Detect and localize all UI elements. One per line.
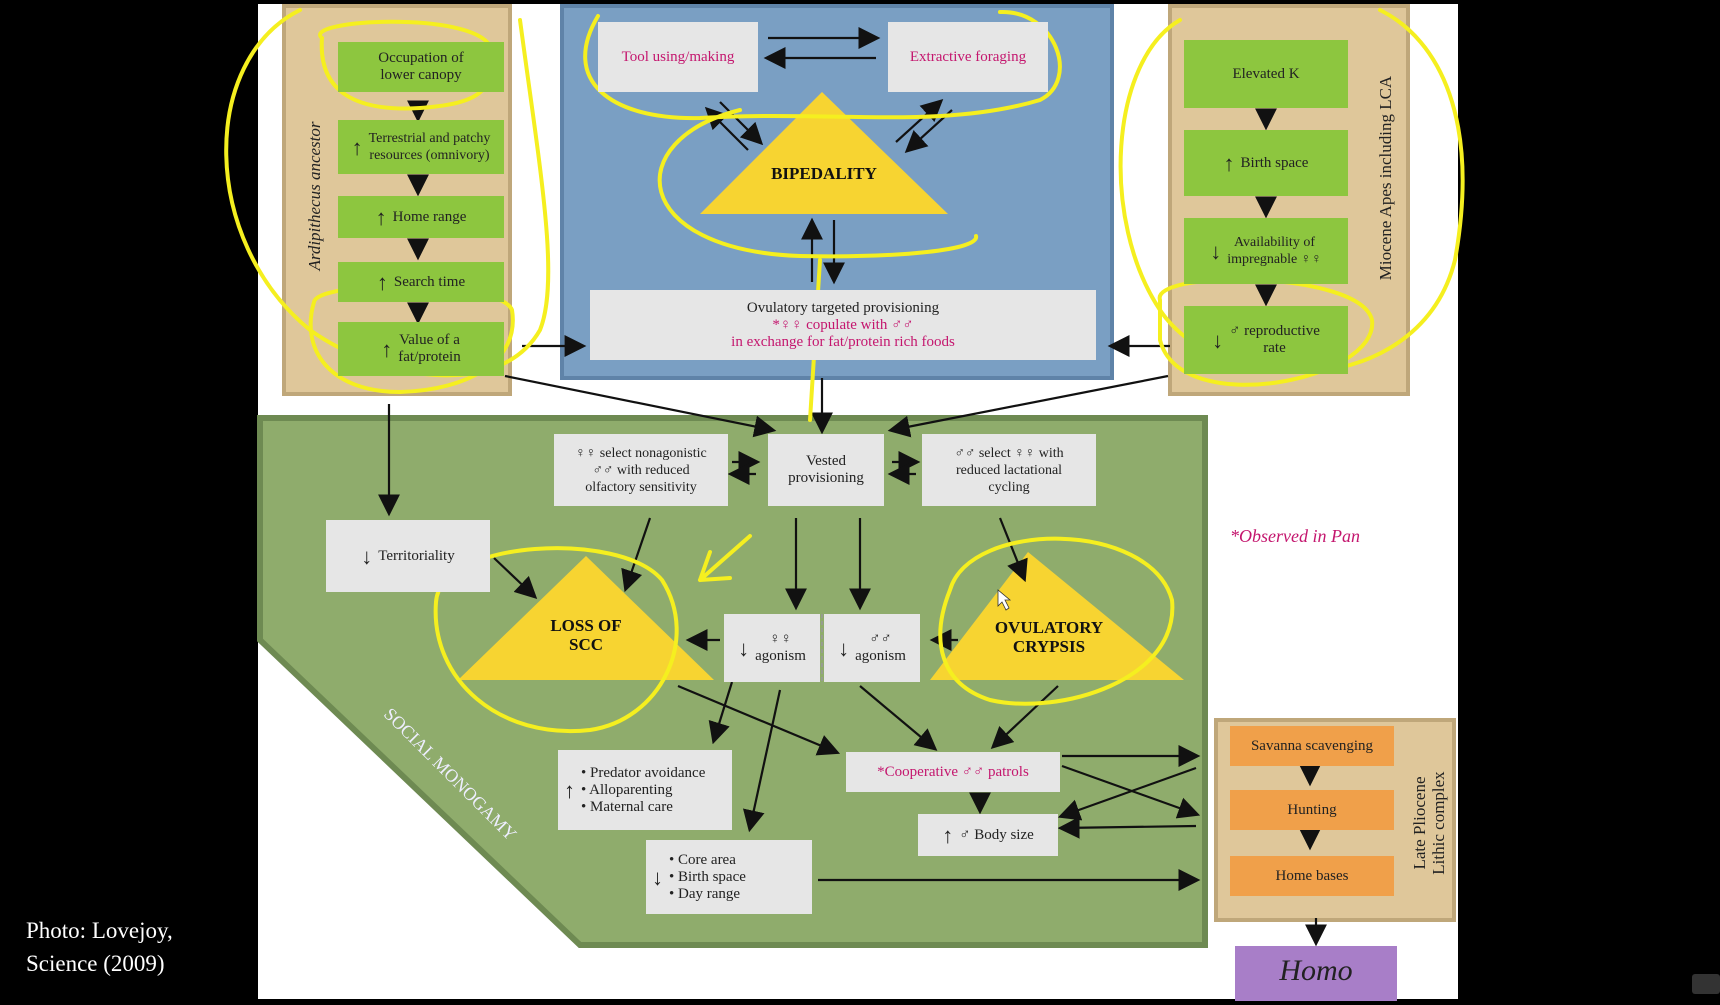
late-pliocene-label: Late Pliocene Lithic complex	[1410, 771, 1448, 875]
females-select-box: ♀♀ select nonagonistic ♂♂ with reduced o…	[554, 434, 728, 506]
homo-box	[1235, 946, 1397, 1001]
tool-using-box: Tool using/making	[598, 22, 758, 92]
female-agonism-box: ♀♀ agonism	[724, 614, 820, 682]
provisioning-line-1: Ovulatory targeted provisioning	[746, 299, 940, 316]
body-size-box: ♂ Body size	[918, 814, 1058, 856]
right-item-availability: Availability of impregnable ♀♀	[1184, 218, 1348, 284]
right-panel-label: Miocene Apes including LCA	[1376, 75, 1395, 281]
right-item-elevated-k: Elevated K	[1184, 40, 1348, 108]
territoriality-box: Territoriality	[326, 520, 490, 592]
provisioning-line-2: *♀♀ copulate with ♂♂	[772, 316, 914, 333]
photo-credit: Photo: Lovejoy, Science (2009)	[26, 918, 173, 976]
cooperative-patrols-box: *Cooperative ♂♂ patrols	[846, 752, 1060, 792]
loss-scc-label: LOSS OF SCC	[550, 616, 622, 654]
males-select-box: ♂♂ select ♀♀ with reduced lactational cy…	[922, 434, 1096, 506]
provisioning-line-3: in exchange for fat/protein rich foods	[731, 333, 955, 350]
ovulatory-crypsis-label: OVULATORY CRYPSIS	[994, 618, 1104, 656]
left-panel-label: Ardipithecus ancestor	[305, 121, 324, 271]
ovulatory-provisioning-box: Ovulatory targeted provisioning *♀♀ copu…	[590, 290, 1096, 360]
left-item-home-range: Home range	[338, 196, 504, 238]
predator-avoidance-box: • Predator avoidance • Alloparenting • M…	[558, 750, 732, 830]
right-item-birth-space: Birth space	[1184, 130, 1348, 196]
observed-note: *Observed in Pan	[1230, 526, 1360, 546]
right-item-reproductive-rate: ♂ reproductive rate	[1184, 306, 1348, 374]
loss-scc-triangle	[458, 556, 714, 680]
core-area-box: • Core area • Birth space • Day range	[646, 840, 812, 914]
vested-provisioning-box: Vested provisioning	[768, 434, 884, 506]
home-bases-box: Home bases	[1230, 856, 1394, 896]
screen-corner-icon	[1692, 974, 1720, 994]
hunting-box: Hunting	[1230, 790, 1394, 830]
mouse-cursor	[997, 589, 1012, 611]
crypsis-triangle	[930, 552, 1184, 680]
left-item-fat-protein: Value of a fat/protein	[338, 322, 504, 376]
bipedality-label: BIPEDALITY	[771, 164, 877, 183]
savanna-scavenging-box: Savanna scavenging	[1230, 726, 1394, 766]
left-item-search-time: Search time	[338, 262, 504, 302]
bipedality-triangle	[700, 92, 948, 214]
homo-label: Homo	[1279, 954, 1353, 987]
extractive-foraging-box: Extractive foraging	[888, 22, 1048, 92]
male-agonism-box: ♂♂ agonism	[824, 614, 920, 682]
left-item-terrestrial: Terrestrial and patchy resources (omnivo…	[338, 120, 504, 174]
left-item-canopy: Occupation of lower canopy	[338, 42, 504, 92]
